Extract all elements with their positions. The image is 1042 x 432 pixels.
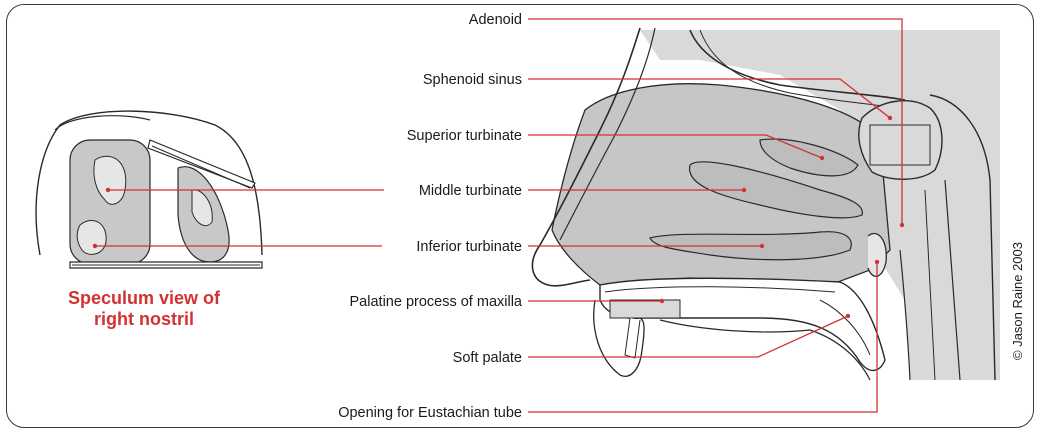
label-eustachian-tube: Opening for Eustachian tube	[338, 405, 522, 421]
label-inferior-turbinate: Inferior turbinate	[416, 239, 522, 255]
caption-line-1: Speculum view of	[44, 288, 244, 309]
label-palatine-process: Palatine process of maxilla	[350, 294, 523, 310]
label-sphenoid-sinus: Sphenoid sinus	[423, 72, 522, 88]
label-soft-palate: Soft palate	[453, 350, 522, 366]
label-superior-turbinate: Superior turbinate	[407, 128, 522, 144]
copyright-credit: © Jason Raine 2003	[1010, 242, 1025, 360]
caption-line-2: right nostril	[44, 309, 244, 330]
sagittal-section-illustration	[532, 28, 1000, 380]
speculum-caption: Speculum view of right nostril	[44, 288, 244, 330]
label-adenoid: Adenoid	[469, 12, 522, 28]
label-middle-turbinate: Middle turbinate	[419, 183, 522, 199]
